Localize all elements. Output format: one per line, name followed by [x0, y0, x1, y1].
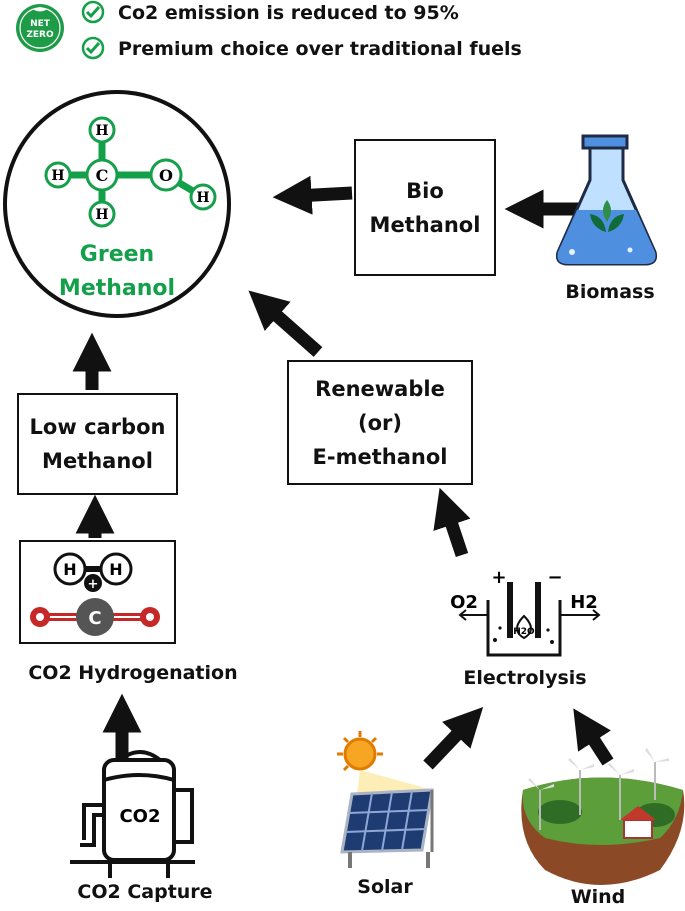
- atom-h-left: H: [51, 168, 64, 184]
- badge-line1: NET: [30, 19, 51, 29]
- badge-line2: ZERO: [26, 30, 54, 40]
- c-atom: C: [88, 608, 101, 629]
- bullet-premium: Premium choice over traditional fuels: [118, 38, 522, 60]
- solar-label: Solar: [357, 876, 413, 898]
- electrolysis-icon: H2O + − O2 H2: [450, 567, 601, 657]
- h-atom-left: H: [63, 560, 76, 579]
- green-methanol-label: Green Methanol: [17, 238, 217, 306]
- green-methanol-line1: Green: [79, 242, 155, 267]
- renewable-line3: E-methanol: [312, 444, 448, 469]
- low-carbon-methanol-box: Low carbon Methanol: [17, 393, 178, 495]
- electrolysis-label: Electrolysis: [463, 667, 587, 689]
- plus-terminal: +: [491, 567, 506, 588]
- atom-o: O: [159, 166, 173, 185]
- arrow-renewable-to-green: [248, 290, 323, 357]
- plus-sign: +: [88, 577, 99, 592]
- atom-h-oh: H: [196, 190, 209, 206]
- arrow-solar-to-electrolysis: [423, 707, 484, 770]
- low-carbon-line1: Low carbon: [29, 415, 166, 439]
- biomass-label: Biomass: [565, 281, 655, 303]
- renewable-line1: Renewable: [315, 376, 445, 401]
- h2-label: H2: [570, 592, 598, 613]
- wind-island-icon: [521, 748, 685, 885]
- bio-methanol-box: Bio Methanol: [354, 139, 496, 276]
- low-carbon-line2: Methanol: [42, 449, 153, 473]
- h-atom-right: H: [109, 560, 122, 579]
- biomass-flask-icon: [556, 134, 657, 266]
- o2-label: O2: [450, 592, 478, 613]
- tank-label: CO2: [119, 806, 160, 827]
- check-icon: [81, 36, 105, 60]
- arrow-bio-to-green: [272, 175, 353, 215]
- atom-h-bottom: H: [95, 207, 108, 223]
- wind-label: Wind: [570, 886, 626, 908]
- minus-terminal: −: [547, 567, 562, 588]
- net-zero-badge-icon: NET ZERO: [16, 4, 64, 52]
- bio-methanol-line2: Methanol: [369, 212, 481, 237]
- solar-panel-icon: [337, 731, 434, 868]
- co2-capture-label: CO2 Capture: [77, 881, 213, 903]
- check-icon: [81, 0, 105, 24]
- arrow-wind-to-electrolysis: [573, 708, 614, 766]
- hydrogenation-molecule-icon: H H + C: [30, 552, 160, 636]
- bio-methanol-line1: Bio: [406, 178, 444, 203]
- bullet-emission: Co2 emission is reduced to 95%: [118, 2, 459, 24]
- hydrogenation-icon-frame: [19, 540, 176, 644]
- co2-tank-icon: [70, 750, 195, 878]
- atom-h-top: H: [95, 123, 108, 139]
- h2o-label: H2O: [513, 627, 535, 637]
- atom-c: C: [96, 166, 109, 185]
- arrow-electrolysis-to-renewable: [433, 487, 471, 558]
- co2-hydrogenation-label: CO2 Hydrogenation: [28, 662, 238, 684]
- renewable-line2: (or): [358, 410, 402, 435]
- green-methanol-circle: [3, 90, 231, 318]
- renewable-methanol-box: Renewable (or) E-methanol: [287, 360, 473, 485]
- green-methanol-line2: Methanol: [58, 276, 176, 301]
